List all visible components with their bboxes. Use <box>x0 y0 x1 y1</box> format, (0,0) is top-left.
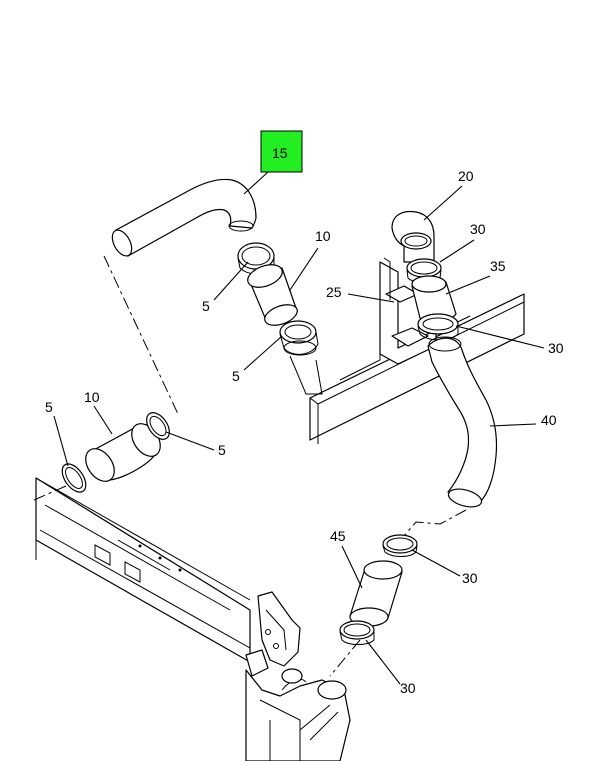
callout-5-upper[interactable]: 5 <box>202 298 210 314</box>
callout-30-bottom[interactable]: 30 <box>400 680 416 696</box>
frame-rail <box>35 477 251 663</box>
callout-5-lower[interactable]: 5 <box>232 368 240 384</box>
callout-10-center[interactable]: 10 <box>315 228 331 244</box>
callout-40[interactable]: 40 <box>541 412 557 428</box>
callout-30-mid[interactable]: 30 <box>548 340 564 356</box>
clamp-5-lower <box>279 320 319 356</box>
callout-5-left[interactable]: 5 <box>45 399 53 415</box>
callout-10-left[interactable]: 10 <box>84 389 100 405</box>
clamp-5-left-b <box>146 412 170 440</box>
callout-leaders <box>53 171 545 685</box>
callout-5-right[interactable]: 5 <box>218 442 226 458</box>
pipe-elbow-20 <box>391 210 435 263</box>
mounting-bracket <box>245 591 301 677</box>
coupling-35 <box>411 275 457 323</box>
highlighted-part-box[interactable] <box>260 130 303 173</box>
callout-30-lower[interactable]: 30 <box>462 570 478 586</box>
assembly-centerlines <box>33 255 467 677</box>
clamp-30-lower <box>382 534 418 557</box>
coupling-45 <box>349 560 403 627</box>
clamp-5-left-a <box>61 463 87 493</box>
callout-30-upper[interactable]: 30 <box>470 221 486 237</box>
callout-15[interactable]: 15 <box>272 145 288 161</box>
callout-25[interactable]: 25 <box>326 284 342 300</box>
clamp-30-bottom <box>339 620 375 645</box>
coupling-10-center <box>247 264 298 326</box>
pipe-short-lower <box>289 355 323 395</box>
callout-35[interactable]: 35 <box>490 258 506 274</box>
pipe-elbow-15 <box>111 178 257 257</box>
air-cleaner-housing <box>245 668 351 761</box>
coupling-10-left <box>85 423 161 482</box>
callout-20[interactable]: 20 <box>458 168 474 184</box>
pipe-long-40 <box>427 336 498 508</box>
callout-45[interactable]: 45 <box>330 528 346 544</box>
